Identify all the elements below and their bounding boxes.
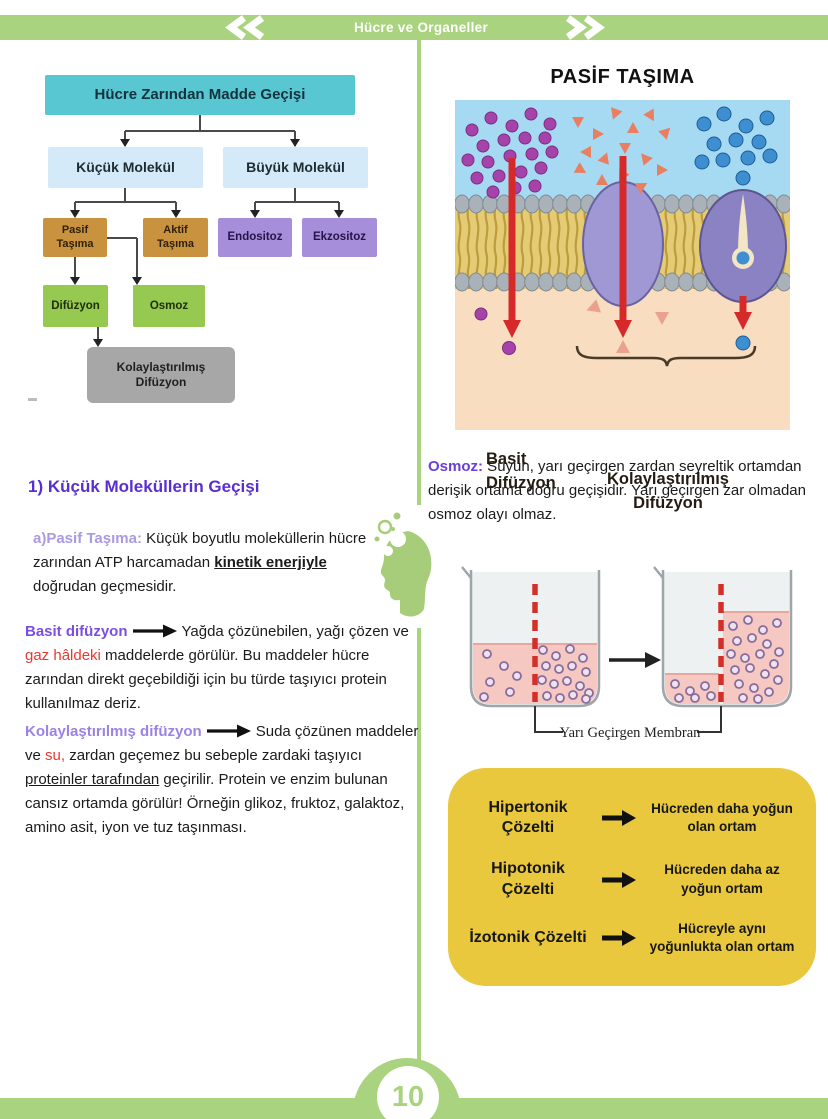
membrane-label-basit-difuzyon: Basit Difüzyon [486, 450, 556, 492]
paragraph-osmoz: Osmoz: Suyun, yarı geçirgen zardan seyre… [428, 455, 820, 527]
tonicity-row-hipotonik: Hipotonik Çözelti Hücreden daha az yoğun… [464, 859, 800, 901]
flowchart-node-osmoz: Osmoz [133, 285, 205, 327]
flowchart-node-kucuk-molekul: Küçük Molekül [48, 147, 203, 188]
flowchart-node-ekzositoz: Ekzositoz [302, 218, 377, 257]
thinking-head-icon [374, 512, 432, 617]
membrane-diagram [455, 100, 790, 430]
beaker-membrane-label: Yarı Geçirgen Membran [560, 725, 702, 741]
chevron-left-icon [225, 15, 265, 40]
flowchart-node-endositoz: Endositoz [218, 218, 292, 257]
page-number: 10 [391, 1080, 425, 1113]
flowchart-node-difuzyon: Difüzyon [43, 285, 108, 327]
decorative-mark [28, 398, 37, 401]
basit-difuzyon-label: Basit difüzyon [25, 623, 128, 640]
basit-difuzyon-red-text: gaz hâldeki [25, 647, 101, 664]
basit-difuzyon-text1: Yağda çözünebilen, yağı çözen ve [181, 623, 409, 640]
tonicity-row-hipertonik: Hipertonik Çözelti Hücreden daha yoğun o… [464, 798, 800, 840]
paragraph-basit-difuzyon: Basit difüzyon Yağda çözünebilen, yağı çö… [25, 620, 425, 716]
header-title: Hücre ve Organeller [353, 20, 488, 35]
flowchart-node-buyuk-molekul: Büyük Molekül [223, 147, 368, 188]
chevron-right-icon [565, 15, 605, 40]
header-bar [0, 15, 828, 40]
osmosis-beaker-diagram: Yarı Geçirgen Membran [461, 566, 793, 741]
pasif-tasima-text2: doğrudan geçmesidir. [33, 578, 177, 595]
kolay-difuzyon-text2: zardan geçemez bu sebeple zardaki taşıyı… [65, 747, 362, 764]
right-section-title: PASİF TAŞIMA [550, 66, 695, 88]
paragraph-pasif-tasima: a)Pasif Taşıma: Küçük boyutlu moleküller… [33, 527, 368, 599]
tonicity-term: İzotonik Çözelti [469, 928, 587, 946]
kolay-difuzyon-text3: geçirilir. Protein ve enzim bulunan cans… [25, 771, 405, 836]
section-heading: 1) Küçük Moleküllerin Geçişi [28, 477, 260, 496]
pasif-tasima-label: a)Pasif Taşıma: [33, 530, 142, 547]
arrow-right-icon [602, 871, 636, 888]
basit-difuzyon-text2: maddelerde görülür. Bu maddeler hücre za… [25, 647, 387, 712]
tonicity-desc: Hücreyle aynı yoğunlukta olan ortam [649, 920, 795, 955]
flowchart-node-pasif-tasima: Pasif Taşıma [43, 218, 107, 257]
tonicity-row-izotonik: İzotonik Çözelti Hücreyle aynı yoğunlukt… [464, 920, 800, 956]
tonicity-desc: Hücreden daha az yoğun ortam [664, 862, 780, 896]
kolay-difuzyon-label: Kolaylaştırılmış difüzyon [25, 723, 202, 740]
arrow-right-icon [602, 930, 636, 947]
flowchart-node-root: Hücre Zarından Madde Geçişi [45, 75, 355, 115]
flowchart-connectors [70, 115, 344, 347]
pasif-tasima-text1: Küçük boyutlu moleküllerin hücre zarında… [33, 530, 367, 571]
osmoz-text: Suyun, yarı geçirgen zardan seyreltik or… [428, 458, 806, 523]
flowchart-node-kolaylastirilmis-difuzyon: Kolaylaştırılmış Difüzyon [87, 347, 235, 403]
kolay-difuzyon-red-text: su, [45, 747, 66, 764]
membrane-label-kolaylastirilmis-difuzyon: Kolaylaştırılmış Difüzyon [607, 470, 729, 512]
long-arrow-right-icon [206, 724, 251, 738]
kolay-difuzyon-underline-text: proteinler tarafından [25, 771, 160, 788]
kolay-difuzyon-text1: Suda çözünen maddeler ve [25, 723, 419, 764]
pasif-tasima-emphasis: kinetik enerjiyle [214, 554, 327, 571]
page-number-badge: 10 [377, 1066, 439, 1119]
long-arrow-right-icon [132, 624, 177, 638]
tonicity-term: Hipertonik Çözelti [488, 798, 568, 837]
center-divider-line-top [417, 40, 421, 505]
osmoz-label: Osmoz: [428, 458, 484, 475]
center-divider-line-bottom [417, 628, 421, 1062]
tonicity-term: Hipotonik Çözelti [491, 859, 565, 898]
arrow-right-icon [602, 810, 636, 827]
flowchart-node-aktif-tasima: Aktif Taşıma [143, 218, 208, 257]
tonicity-desc: Hücreden daha yoğun olan ortam [651, 801, 793, 835]
tonicity-box: Hipertonik Çözelti Hücreden daha yoğun o… [448, 768, 816, 986]
